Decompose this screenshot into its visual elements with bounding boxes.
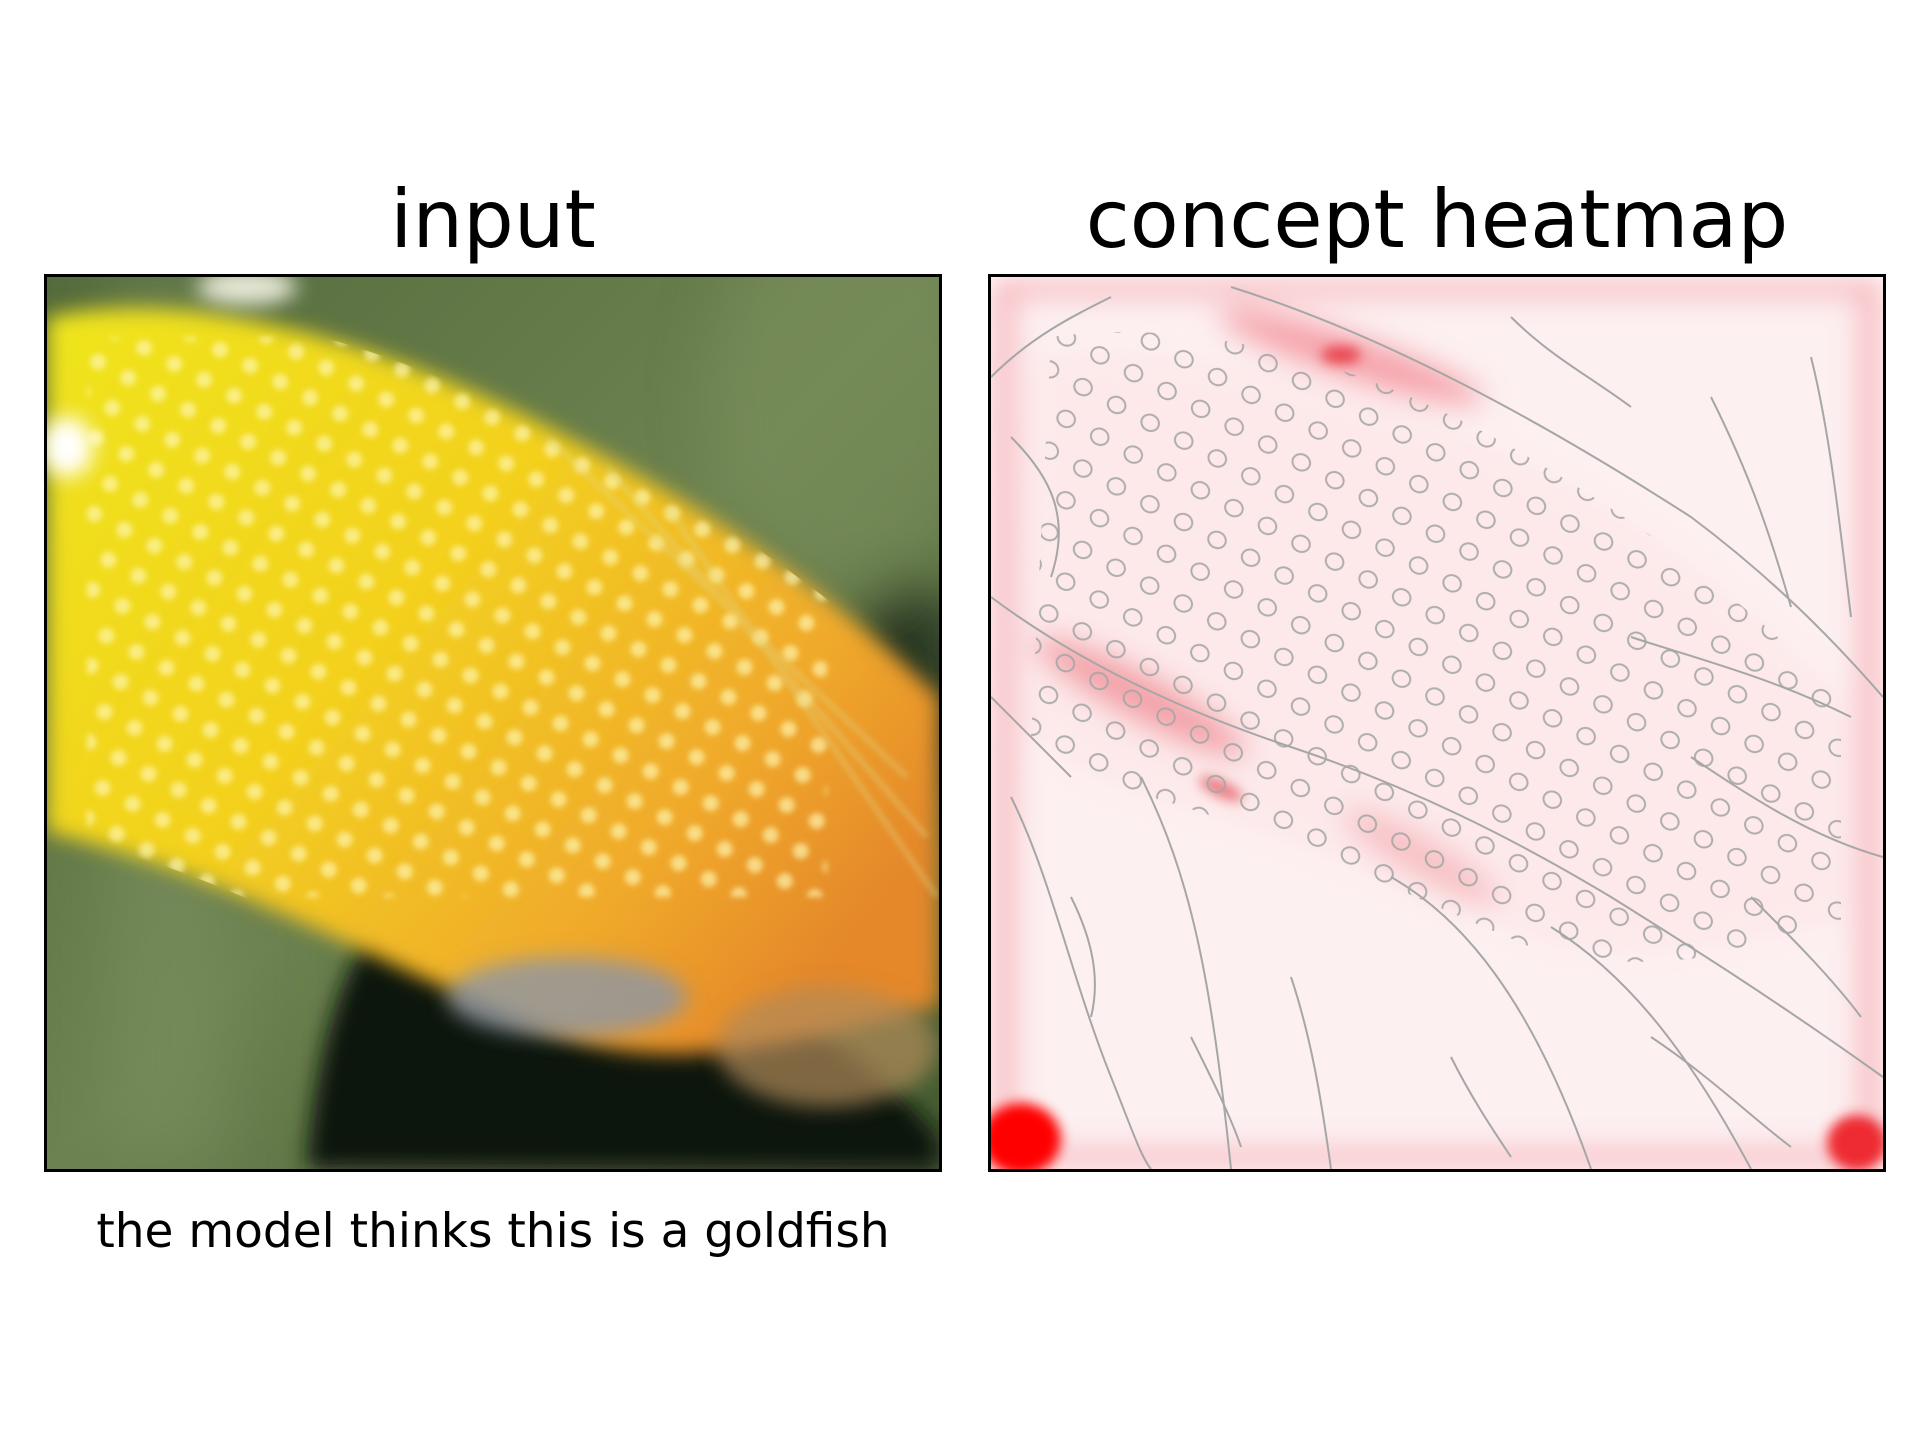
concept-heatmap-frame	[988, 274, 1886, 1172]
heatmap-panel-title: concept heatmap	[1085, 173, 1789, 266]
input-image	[47, 277, 939, 1169]
prediction-caption: the model thinks this is a goldfish	[96, 1204, 890, 1259]
input-panel-title: input	[390, 173, 596, 266]
input-image-frame	[44, 274, 942, 1172]
concept-heatmap	[991, 277, 1883, 1169]
